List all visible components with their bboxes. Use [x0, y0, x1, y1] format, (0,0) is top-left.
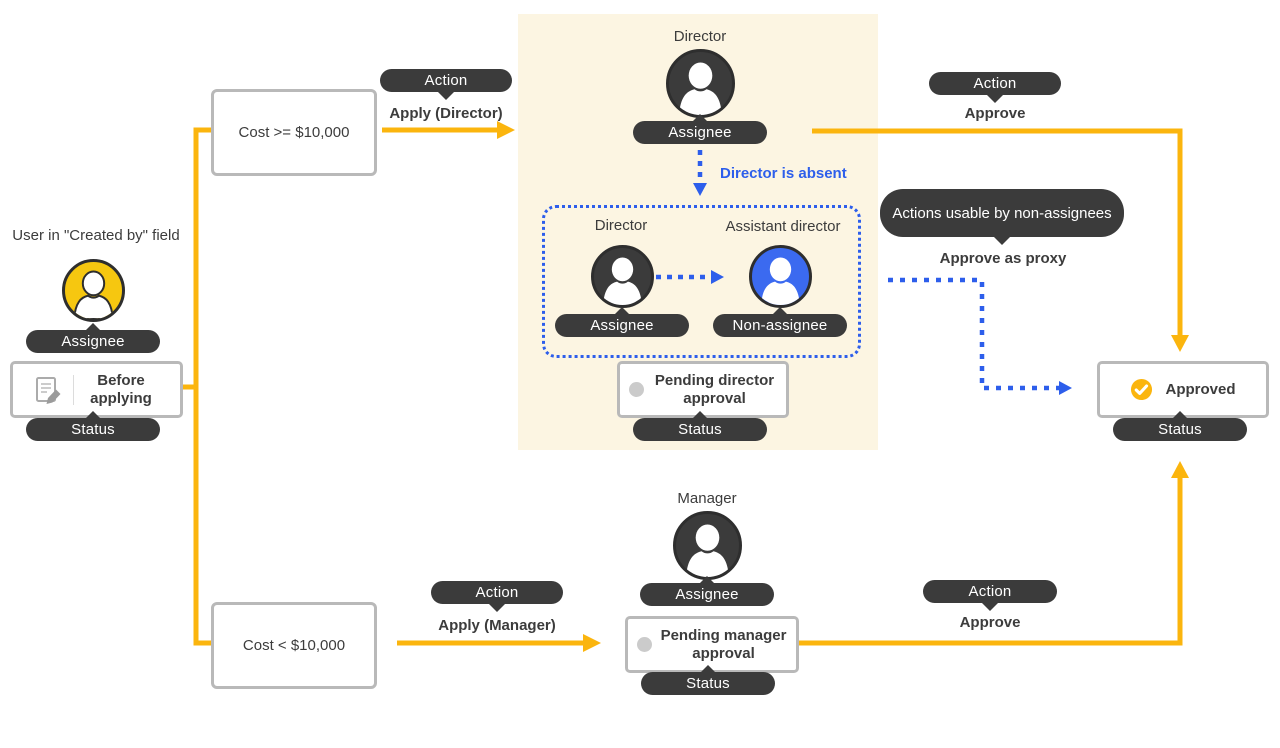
proxy-director-assignee-label: Assignee — [590, 317, 654, 334]
proxy-director-avatar — [591, 245, 654, 308]
manager-assignee-tag: Assignee — [640, 583, 774, 606]
approved-label: Approved — [1165, 380, 1236, 398]
pending-director-approval-box: Pending director approval — [617, 361, 789, 418]
creator-assignee-tag: Assignee — [26, 330, 160, 353]
assistant-director-nonassignee-tag: Non-assignee — [713, 314, 847, 337]
check-circle-icon — [1131, 378, 1153, 401]
manager-status-label: Status — [686, 675, 730, 692]
director-absent-note: Director is absent — [720, 165, 847, 182]
assistant-director-avatar — [749, 245, 812, 308]
action-tag-apply-director: Action — [380, 69, 512, 92]
person-icon — [679, 62, 722, 115]
creator-avatar — [62, 259, 125, 322]
approved-box: Approved — [1097, 361, 1269, 418]
apply-manager-label: Apply (Manager) — [438, 617, 556, 634]
pending-manager-approval-label: Pending manager approval — [660, 627, 787, 662]
before-applying-box: Before applying — [10, 361, 183, 418]
document-edit-icon — [36, 376, 61, 404]
person-icon — [761, 257, 800, 305]
non-assignee-actions-tooltip: Actions usable by non-assignees — [880, 189, 1124, 237]
approve-bottom-label: Approve — [959, 614, 1021, 631]
before-applying-label: Before applying — [90, 372, 152, 407]
approve-top-label: Approve — [964, 105, 1026, 122]
apply-director-label: Apply (Director) — [389, 105, 503, 122]
director-role-label: Director — [673, 28, 727, 45]
condition-low-cost-label: Cost < $10,000 — [242, 637, 346, 654]
condition-high-cost-box: Cost >= $10,000 — [211, 89, 377, 176]
approved-status-label: Status — [1158, 421, 1202, 438]
person-icon — [686, 524, 729, 577]
proxy-group-box — [542, 205, 861, 358]
creator-status-tag: Status — [26, 418, 160, 441]
approve-as-proxy-label: Approve as proxy — [939, 250, 1067, 267]
creator-assignee-label: Assignee — [61, 333, 125, 350]
action-tag-apply-manager: Action — [431, 581, 563, 604]
action-label: Action — [475, 584, 519, 601]
action-tag-approve-bottom: Action — [923, 580, 1057, 603]
action-label: Action — [424, 72, 468, 89]
proxy-director-role-label: Director — [594, 217, 648, 234]
person-icon — [603, 257, 642, 305]
non-assignee-actions-label: Actions usable by non-assignees — [892, 204, 1112, 222]
manager-status-tag: Status — [641, 672, 775, 695]
director-assignee-label: Assignee — [668, 124, 732, 141]
action-label: Action — [968, 583, 1012, 600]
pending-status-dot — [628, 382, 644, 397]
pending-director-approval-label: Pending director approval — [654, 372, 775, 407]
manager-role-label: Manager — [677, 490, 737, 507]
manager-avatar — [673, 511, 742, 580]
condition-low-cost-box: Cost < $10,000 — [211, 602, 377, 689]
approved-status-tag: Status — [1113, 418, 1247, 441]
person-icon — [73, 270, 114, 319]
action-label: Action — [973, 75, 1017, 92]
pending-status-dot — [636, 637, 652, 652]
creator-status-label: Status — [71, 421, 115, 438]
director-avatar — [666, 49, 735, 118]
assistant-director-role-label: Assistant director — [725, 218, 841, 235]
director-assignee-tag: Assignee — [633, 121, 767, 144]
action-tag-approve-top: Action — [929, 72, 1061, 95]
creator-title: User in "Created by" field — [12, 227, 180, 244]
icon-divider — [73, 374, 74, 405]
manager-assignee-label: Assignee — [675, 586, 739, 603]
director-status-tag: Status — [633, 418, 767, 441]
condition-high-cost-label: Cost >= $10,000 — [238, 124, 350, 141]
assistant-director-nonassignee-label: Non-assignee — [732, 317, 828, 334]
director-status-label: Status — [678, 421, 722, 438]
pending-manager-approval-box: Pending manager approval — [625, 616, 799, 673]
proxy-director-assignee-tag: Assignee — [555, 314, 689, 337]
